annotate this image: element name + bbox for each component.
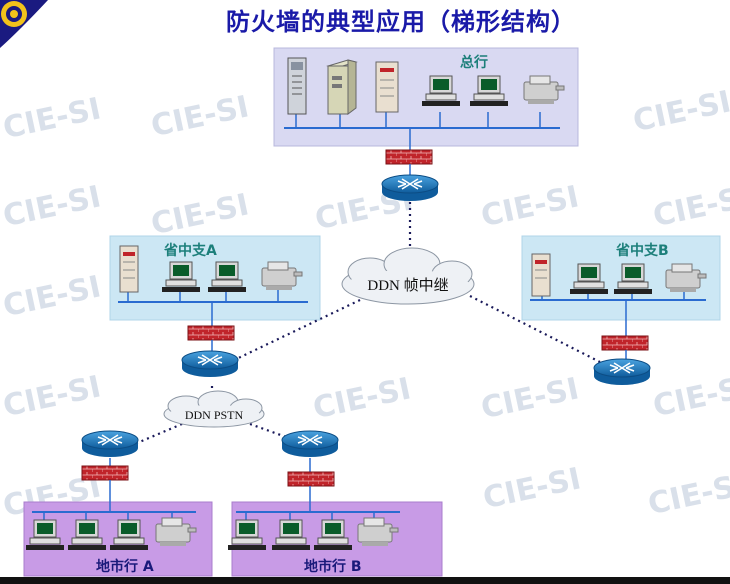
router-icon (181, 350, 239, 378)
router-icon (281, 430, 339, 458)
logo-icon (0, 0, 48, 48)
server-icon (326, 59, 358, 115)
server-icon (287, 57, 307, 115)
server-icon (375, 61, 399, 113)
slide-title: 防火墙的典型应用（梯形结构） (226, 8, 576, 36)
label-city-b: 地市行 B (304, 559, 362, 575)
router-icon (593, 358, 651, 386)
firewall-icon (287, 471, 335, 487)
firewall-icon (601, 335, 649, 351)
cloud-icon (341, 247, 475, 305)
router-icon (381, 174, 439, 202)
cloud-label-ddn-frame-relay: DDN 帧中继 (367, 277, 448, 294)
bottom-bar (0, 577, 730, 584)
label-provincial-a: 省中支A (164, 243, 217, 259)
firewall-icon (81, 465, 129, 481)
label-city-a: 地市行 A (96, 559, 154, 575)
server-icon (531, 253, 551, 297)
label-provincial-b: 省中支B (616, 243, 669, 259)
firewall-icon (385, 149, 433, 165)
firewall-icon (187, 325, 235, 341)
cloud-label-ddn-pstn: DDN PSTN (185, 408, 244, 422)
router-icon (81, 430, 139, 458)
label-head-office: 总行 (460, 55, 488, 71)
cloud-icon (163, 390, 265, 428)
server-icon (119, 245, 139, 293)
